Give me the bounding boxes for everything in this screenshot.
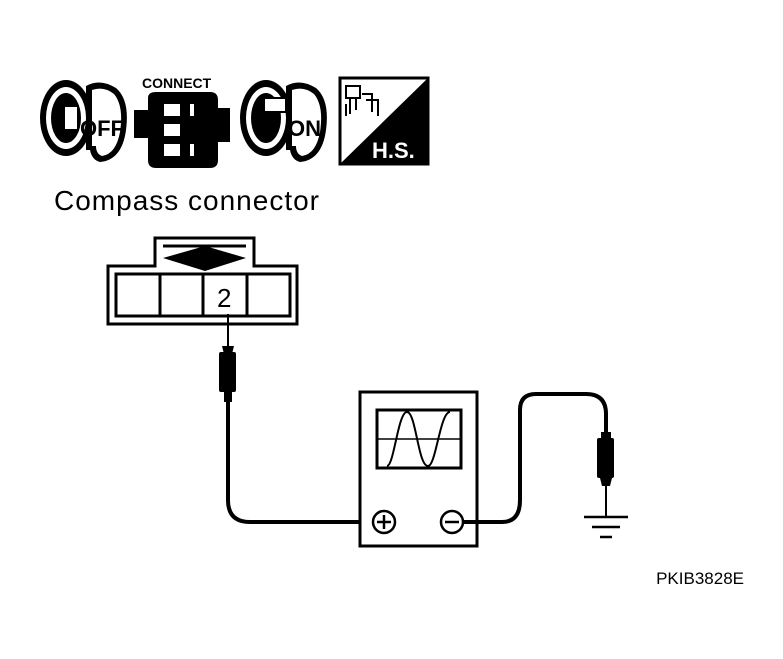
key-on-label: ON	[288, 116, 321, 141]
ignition-off-icon: OFF	[40, 80, 127, 162]
ground-icon	[584, 515, 628, 539]
connector-lock-tab	[163, 246, 246, 271]
connector-title: Compass connector	[54, 185, 320, 216]
sine-waveform	[386, 410, 451, 468]
harness-glyph	[345, 85, 379, 116]
connect-label: CONNECT	[142, 75, 212, 91]
negative-lead-wire	[463, 392, 608, 524]
positive-lead-wire	[226, 402, 370, 524]
connect-icon: CONNECT	[134, 75, 230, 168]
terminal-number: 2	[217, 283, 231, 313]
key-off-label: OFF	[80, 116, 124, 141]
hs-label: H.S.	[372, 138, 415, 163]
positive-terminal-icon	[371, 509, 397, 535]
harness-hs-icon: H.S.	[338, 76, 430, 166]
figure-code: PKIB3828E	[656, 569, 744, 588]
positive-probe	[219, 314, 236, 402]
compass-connector: 2	[106, 236, 299, 326]
oscilloscope	[358, 390, 479, 548]
negative-terminal-icon	[439, 509, 465, 535]
ignition-on-icon: ON	[240, 80, 327, 162]
negative-probe	[597, 432, 614, 516]
